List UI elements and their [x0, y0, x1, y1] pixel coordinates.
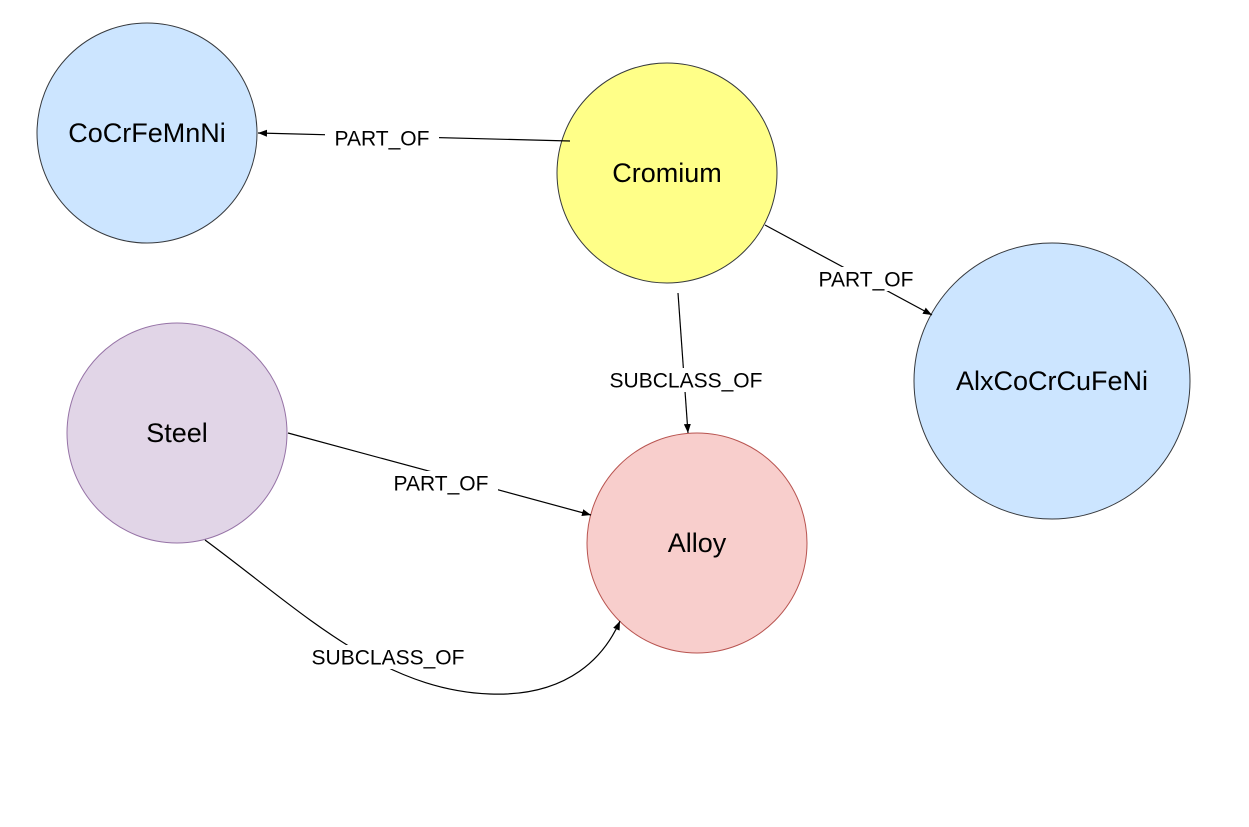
edge-cromium-cocrfemnni-label: PART_OF [335, 128, 430, 151]
node-alloy-circle [586, 432, 808, 654]
node-alxcocrcufeni-circle [913, 242, 1191, 520]
edge-cromium-cocrfemnni-label-bg [325, 126, 439, 150]
edge-steel-alloy-partof-label-bg [384, 471, 498, 495]
edge-cromium-alxcocrcufeni-label-bg [809, 267, 923, 291]
edge-cromium-cocrfemnni[interactable]: PART_OF [257, 126, 571, 151]
node-cromium[interactable]: Cromium [556, 62, 778, 284]
node-steel-label: Steel [146, 418, 208, 448]
edge-cromium-alloy[interactable]: SUBCLASS_OF [594, 292, 778, 434]
edge-cromium-alxcocrcufeni-label: PART_OF [819, 269, 914, 292]
edge-steel-alloy-subclass-line [204, 539, 621, 695]
node-alxcocrcufeni[interactable]: AlxCoCrCuFeNi [913, 242, 1191, 520]
node-cocrfemnni-circle [36, 22, 258, 244]
node-alxcocrcufeni-label: AlxCoCrCuFeNi [956, 366, 1148, 396]
edge-steel-alloy-subclass[interactable]: SUBCLASS_OF [204, 539, 621, 695]
node-cromium-label: Cromium [612, 158, 722, 188]
node-alloy-label: Alloy [668, 528, 727, 558]
edge-cromium-alloy-label-bg [594, 368, 778, 392]
node-cocrfemnni[interactable]: CoCrFeMnNi [36, 22, 258, 244]
edge-steel-alloy-partof[interactable]: PART_OF [287, 432, 592, 517]
edge-steel-alloy-subclass-label-bg [302, 645, 474, 669]
node-steel-circle [66, 322, 288, 544]
node-cromium-circle [556, 62, 778, 284]
node-alloy[interactable]: Alloy [586, 432, 808, 654]
edge-cromium-alxcocrcufeni[interactable]: PART_OF [764, 224, 933, 316]
node-steel[interactable]: Steel [66, 322, 288, 544]
edge-steel-alloy-subclass-label: SUBCLASS_OF [312, 647, 465, 670]
node-cocrfemnni-label: CoCrFeMnNi [68, 118, 226, 148]
edge-cromium-alloy-label: SUBCLASS_OF [610, 370, 763, 393]
edge-cromium-alloy-line [677, 292, 691, 434]
edge-steel-alloy-partof-label: PART_OF [394, 473, 489, 496]
